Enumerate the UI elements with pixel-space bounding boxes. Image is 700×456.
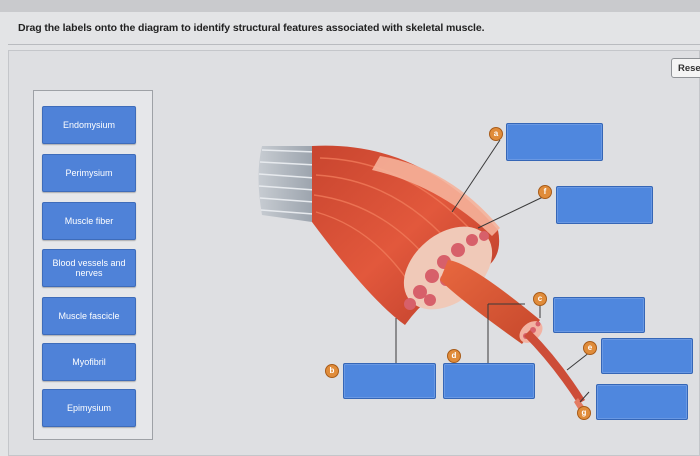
marker-b: b [325, 364, 339, 378]
drop-zone-e[interactable] [601, 338, 693, 374]
tendon [259, 146, 319, 222]
marker-f: f [538, 185, 552, 199]
marker-c: c [533, 292, 547, 306]
drop-zone-f[interactable] [556, 186, 653, 224]
drop-zone-a[interactable] [506, 123, 603, 161]
marker-a: a [489, 127, 503, 141]
marker-g: g [577, 406, 591, 420]
drop-zone-d[interactable] [443, 363, 535, 399]
marker-d: d [447, 349, 461, 363]
drop-zone-g[interactable] [596, 384, 688, 420]
drop-zone-c[interactable] [553, 297, 645, 333]
marker-e: e [583, 341, 597, 355]
drop-zone-b[interactable] [343, 363, 436, 399]
